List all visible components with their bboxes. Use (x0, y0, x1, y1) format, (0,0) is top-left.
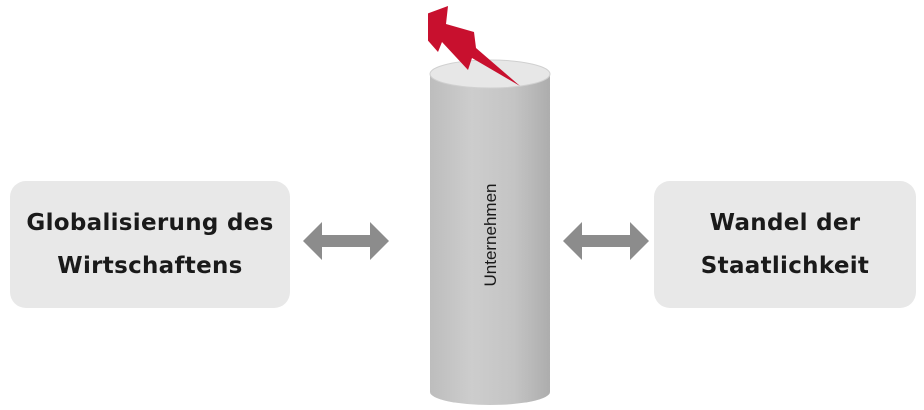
statehood-box-line2: Staatlichkeit (700, 252, 870, 279)
company-pillar (428, 6, 551, 405)
pillar-label: Unternehmen (481, 183, 500, 287)
pillar-top (429, 59, 551, 89)
right-double-arrow-icon (563, 222, 649, 260)
left-double-arrow-icon (303, 222, 389, 260)
statehood-box-line1: Wandel der (709, 209, 861, 236)
globalization-box-line2: Wirtschaftens (57, 252, 243, 279)
globalization-box: Globalisierung des Wirtschaftens (10, 181, 290, 308)
statehood-box: Wandel der Staatlichkeit (654, 181, 916, 308)
globalization-box-line1: Globalisierung des (26, 209, 274, 236)
globalization-box-text: Globalisierung des Wirtschaftens (26, 202, 273, 288)
pillar-body (430, 74, 550, 405)
statehood-box-text: Wandel der Staatlichkeit (701, 202, 869, 288)
lightning-bolt-icon (428, 6, 520, 86)
